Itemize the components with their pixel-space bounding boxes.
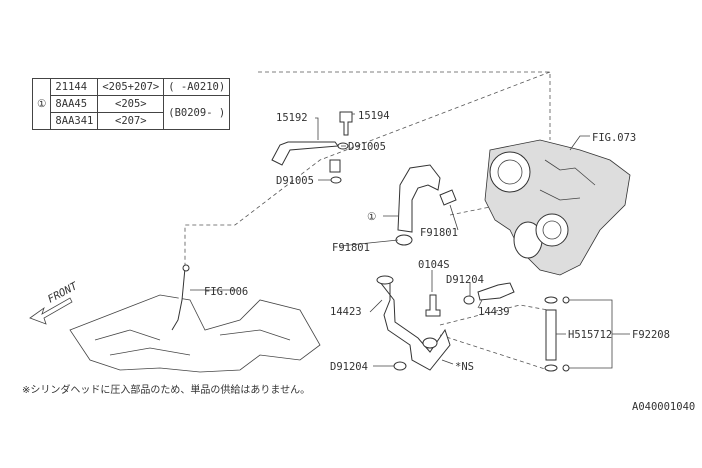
applicability-table: ① 21144 <205+207> ( -A0210) 8AA45 <205> … <box>31 78 231 130</box>
label-h515712: H515712 <box>568 329 612 341</box>
oil-drain-pipe-14423 <box>378 281 451 371</box>
front-arrow-icon <box>29 297 73 325</box>
label-f91801: F91801 <box>420 227 458 239</box>
hose-h515712 <box>545 309 557 361</box>
label-15194: 15194 <box>358 110 390 122</box>
ref-marker: ① <box>367 211 377 223</box>
turbocharger <box>484 139 631 276</box>
label-ns: *NS <box>455 361 474 373</box>
label-f91801: F91801 <box>332 242 370 254</box>
label-fig006[interactable]: FIG.006 <box>204 286 248 298</box>
date-range: (B0209- ) <box>163 95 231 130</box>
union-14439 <box>477 282 515 301</box>
label-14439: 14439 <box>478 306 510 318</box>
cylinder-head <box>69 294 321 373</box>
label-d91204: D91204 <box>330 361 368 373</box>
label-d91005: D91005 <box>276 175 314 187</box>
label-15192: 15192 <box>276 112 308 124</box>
model-spec: <205+207> <box>97 78 165 96</box>
guide-line <box>439 334 549 371</box>
label-d91204: D91204 <box>446 274 484 286</box>
oil-pipe-15192 <box>271 141 339 166</box>
diagram-id: A040001040 <box>632 401 695 413</box>
model-spec: <207> <box>97 112 165 130</box>
label-14423: 14423 <box>330 306 362 318</box>
oil-pipe-fig006 <box>171 267 186 331</box>
label-f92208: F92208 <box>632 329 670 341</box>
supply-note: ※シリンダヘッドに圧入部品のため、単品の供給はありません。 <box>22 385 311 396</box>
label-d91005: D91005 <box>348 141 386 153</box>
label-0104s: 0104S <box>418 259 450 271</box>
label-fig073[interactable]: FIG.073 <box>592 132 636 144</box>
bolt-0104s <box>425 294 441 317</box>
guide-line <box>439 304 549 326</box>
guide-line <box>258 71 551 140</box>
guide-line <box>184 71 551 265</box>
ref-marker: ① <box>31 78 52 130</box>
bolt-15194 <box>339 111 353 136</box>
oil-hose <box>397 164 441 233</box>
part-number: 8AA341 <box>50 112 99 130</box>
